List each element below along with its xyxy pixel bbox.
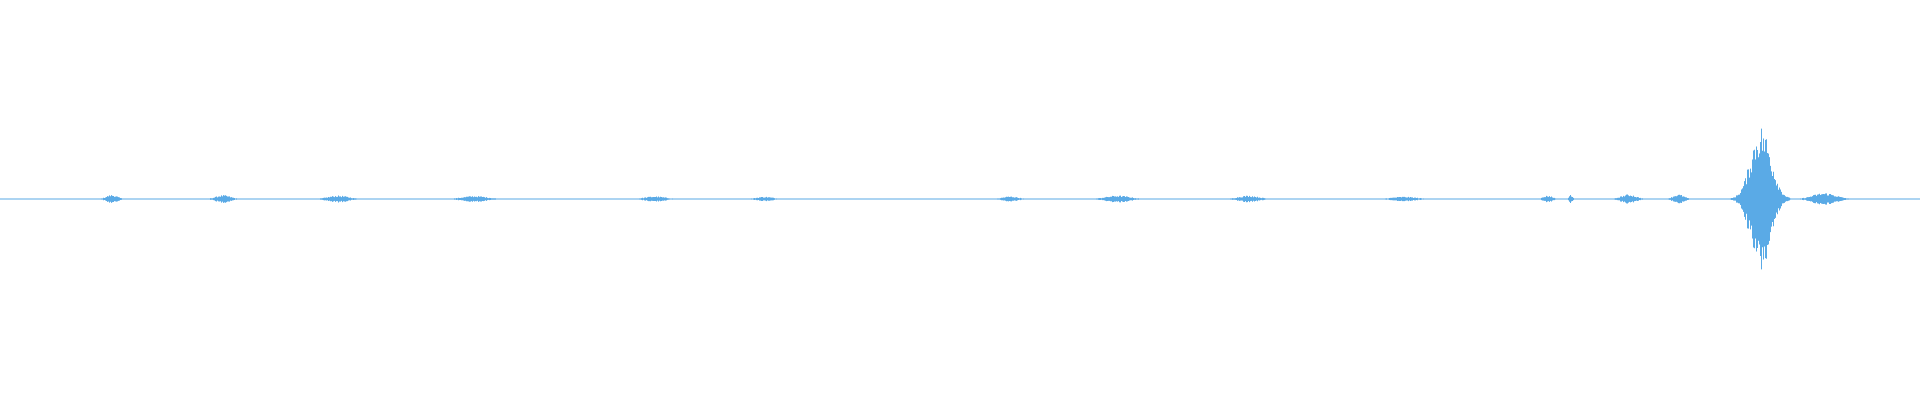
waveform-path xyxy=(0,128,1920,270)
waveform-samples xyxy=(0,128,1920,270)
